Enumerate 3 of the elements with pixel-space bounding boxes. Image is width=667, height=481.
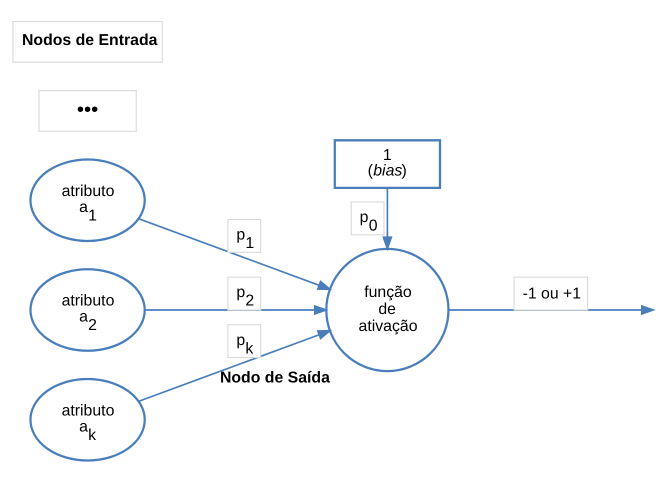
node-label: Nodo de Saída bbox=[220, 369, 330, 386]
label: Nodos de Entrada bbox=[22, 31, 158, 48]
edge-label: -1 ou +1 bbox=[522, 284, 582, 302]
